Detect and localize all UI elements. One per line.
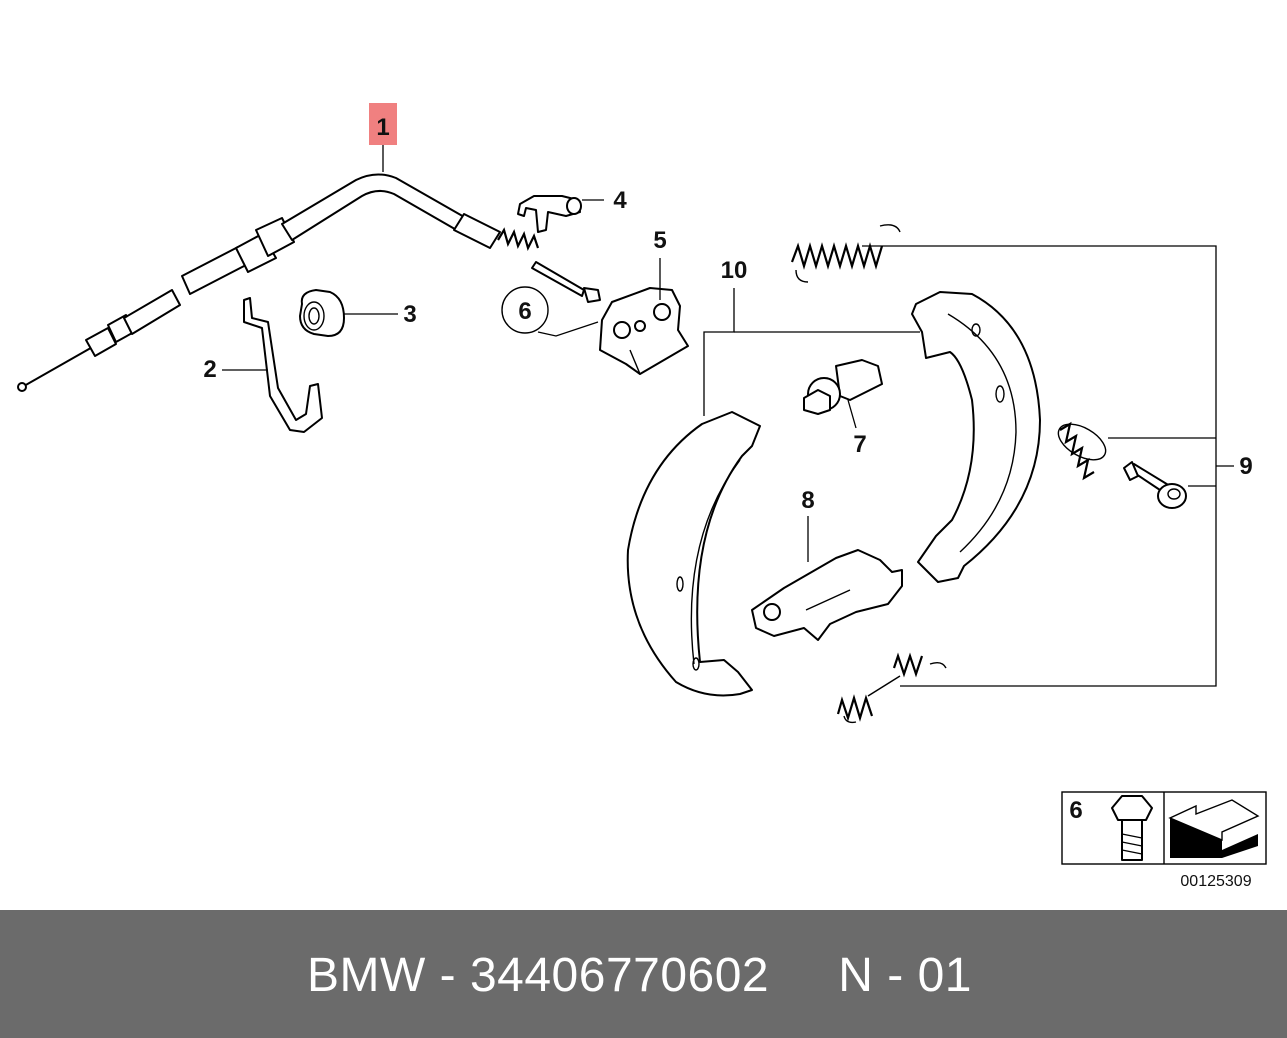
brake-shoe-right[interactable] <box>911 291 1041 583</box>
arrow-icon <box>1168 799 1260 858</box>
hold-down-pin[interactable] <box>1123 461 1187 509</box>
callout-circle-6 <box>501 286 549 334</box>
spring-bottom[interactable] <box>836 652 947 724</box>
label-3: 3 <box>403 301 416 328</box>
parts-diagram: 1 2 3 4 5 6 <box>17 103 1267 890</box>
legend-label-6: 6 <box>1069 797 1082 824</box>
legend-box: 6 <box>1061 791 1267 865</box>
label-4: 4 <box>613 187 627 214</box>
brake-shoe-left[interactable] <box>626 411 761 697</box>
footer-bar <box>0 910 1287 1038</box>
label-5: 5 <box>653 227 666 254</box>
adjuster-part-7[interactable] <box>803 359 883 415</box>
label-6: 6 <box>518 298 531 325</box>
label-9: 9 <box>1239 453 1252 480</box>
spring-top[interactable] <box>790 224 901 283</box>
label-10: 10 <box>721 257 748 284</box>
parking-brake-cable[interactable] <box>17 173 601 392</box>
label-2: 2 <box>203 356 216 383</box>
label-7: 7 <box>853 431 866 458</box>
label-1: 1 <box>376 114 389 141</box>
diagram-code: 00125309 <box>1180 873 1251 890</box>
bolt-icon <box>1111 795 1153 861</box>
grommet-part-3[interactable] <box>299 289 345 337</box>
lever-part-8[interactable] <box>751 549 903 641</box>
clip-part-4[interactable] <box>517 195 582 233</box>
label-1-highlight <box>369 103 397 145</box>
spring-middle[interactable] <box>1052 417 1111 481</box>
holder-part-5[interactable] <box>599 287 689 375</box>
bracket-part-2[interactable] <box>243 297 323 433</box>
label-8: 8 <box>801 487 814 514</box>
footer-part-number: BMW - 34406770602 N - 01 <box>307 949 972 1002</box>
